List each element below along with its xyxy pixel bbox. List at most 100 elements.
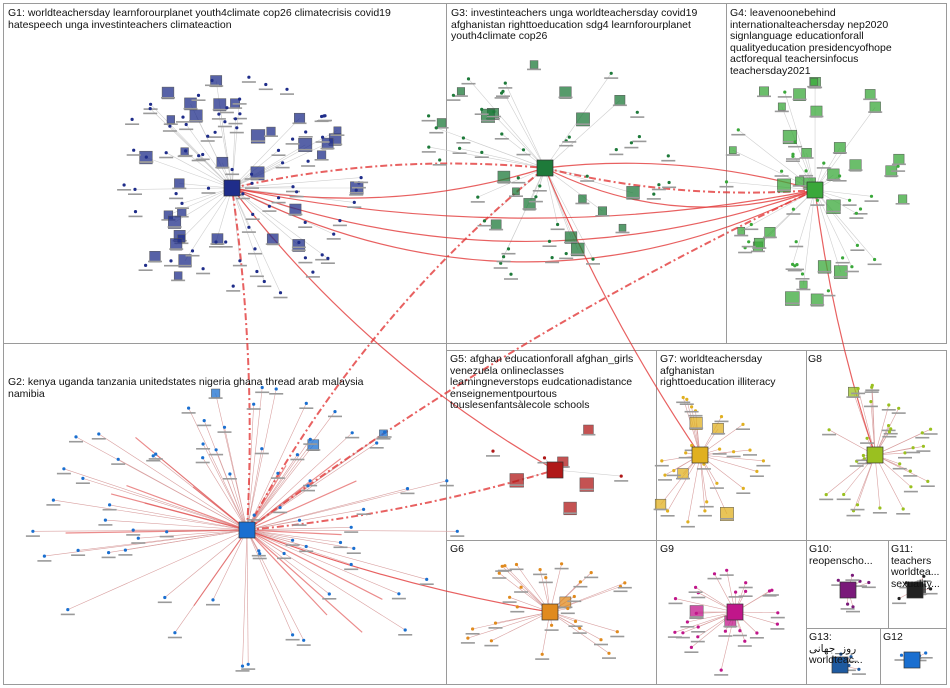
node xyxy=(375,441,379,445)
node-label-mark xyxy=(868,111,883,113)
group-label-g4: G4: leavenoonebehind internationalteache… xyxy=(730,8,892,77)
node-avatar xyxy=(523,198,536,211)
node-label-mark xyxy=(537,461,552,464)
node xyxy=(131,528,135,532)
node xyxy=(663,473,667,477)
node-label-mark xyxy=(848,169,863,171)
node xyxy=(133,187,137,191)
node-avatar xyxy=(298,137,313,152)
node xyxy=(749,222,753,227)
node-label-mark xyxy=(788,145,803,148)
node-label-mark xyxy=(251,554,266,557)
node-label-mark xyxy=(833,276,848,278)
node-label-mark xyxy=(254,452,269,455)
edge xyxy=(246,529,330,595)
node-label-mark xyxy=(826,210,841,213)
node xyxy=(217,112,221,116)
node-label-mark xyxy=(892,467,907,470)
node-avatar xyxy=(898,194,908,204)
node xyxy=(238,97,242,101)
node-label-mark xyxy=(509,195,523,197)
node-label-mark xyxy=(209,246,223,248)
hub-node xyxy=(726,603,744,621)
node-label-mark xyxy=(786,158,800,160)
node xyxy=(238,112,242,116)
node-label-mark xyxy=(688,414,703,417)
node-label-mark xyxy=(846,396,861,398)
node xyxy=(703,509,707,513)
node xyxy=(233,117,238,121)
node-label-mark xyxy=(563,512,578,514)
node-label-mark xyxy=(209,453,224,456)
node xyxy=(51,498,56,502)
hub-node xyxy=(831,656,849,674)
node xyxy=(267,204,271,208)
node-label-mark xyxy=(576,123,590,125)
node xyxy=(609,71,613,75)
node xyxy=(116,457,120,461)
node-label-mark xyxy=(434,127,449,129)
node xyxy=(791,207,796,211)
node-label-mark xyxy=(689,616,704,618)
node xyxy=(637,135,642,139)
node-label-mark xyxy=(345,436,360,439)
edge xyxy=(544,167,558,225)
node xyxy=(696,625,700,629)
group-boxes xyxy=(3,3,947,685)
node xyxy=(352,546,356,551)
node xyxy=(295,453,299,457)
edge xyxy=(726,181,816,191)
node-label-mark xyxy=(498,87,513,89)
node-label-mark xyxy=(246,408,261,410)
node-label-mark xyxy=(488,627,503,629)
node xyxy=(308,479,312,483)
node xyxy=(839,652,843,656)
node-label-mark xyxy=(167,226,182,228)
node-avatar xyxy=(317,150,327,160)
inter-group-edge xyxy=(544,167,701,456)
edge xyxy=(246,432,353,531)
node xyxy=(151,454,155,458)
node-label-mark xyxy=(651,188,666,191)
edge xyxy=(792,189,816,265)
node-label-mark xyxy=(774,175,789,177)
node xyxy=(201,442,205,446)
node-label-mark xyxy=(306,449,321,451)
node-label-mark xyxy=(617,586,632,589)
inter-group-edge xyxy=(246,189,816,531)
node-label-mark xyxy=(232,117,247,120)
node xyxy=(241,192,245,196)
node xyxy=(538,568,542,572)
group-box-g12 xyxy=(880,628,947,685)
node xyxy=(506,247,511,251)
node xyxy=(133,210,138,214)
node xyxy=(869,400,873,404)
node-label-mark xyxy=(60,613,75,616)
node-label-mark xyxy=(217,431,232,433)
node xyxy=(321,135,325,139)
node-label-mark xyxy=(770,628,785,630)
node-label-mark xyxy=(906,451,921,454)
node-label-mark xyxy=(595,215,610,217)
node xyxy=(589,571,593,575)
node-label-mark xyxy=(289,195,304,198)
edge xyxy=(246,480,447,531)
node-label-mark xyxy=(809,115,824,118)
node xyxy=(635,110,639,114)
edge xyxy=(246,529,307,547)
node-label-mark xyxy=(291,249,306,251)
node-label-mark xyxy=(661,159,676,162)
node-label-mark xyxy=(251,140,265,142)
node-label-mark xyxy=(736,428,750,430)
node-label-mark xyxy=(872,512,887,514)
node xyxy=(164,151,168,155)
node-label-mark xyxy=(509,568,524,571)
node-label-mark xyxy=(269,393,284,395)
edge xyxy=(184,187,233,261)
node xyxy=(861,453,866,458)
node xyxy=(122,183,126,187)
node-label-mark xyxy=(646,198,661,200)
node-label-mark xyxy=(232,103,247,105)
node-avatar xyxy=(782,129,797,145)
node-avatar xyxy=(729,146,737,154)
